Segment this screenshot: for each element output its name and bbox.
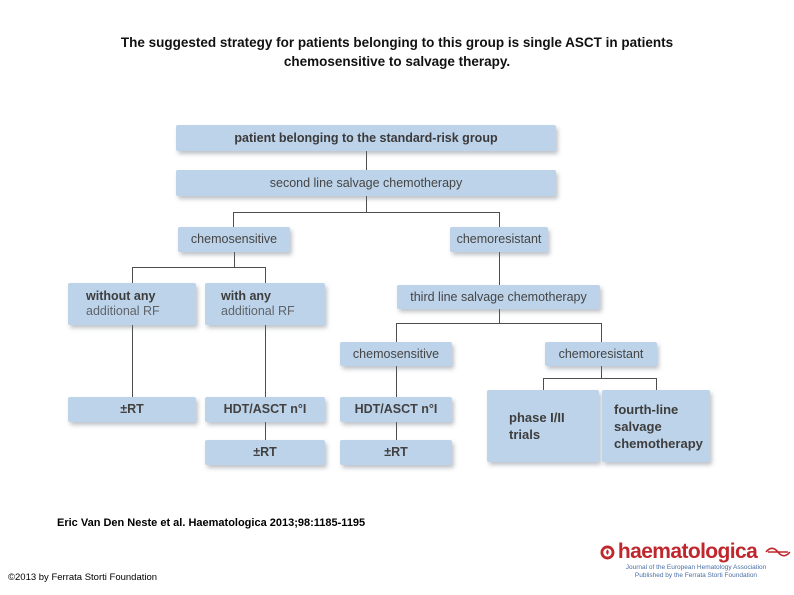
node-third-line-salvage-chemo: third line salvage chemotherapy [397, 285, 600, 309]
node-chemoresistant-2: chemoresistant [545, 342, 657, 366]
connector [601, 323, 602, 342]
node-with-rf-line1: with any [221, 289, 272, 303]
node-hdt-asct-1: HDT/ASCT n°I [205, 397, 325, 422]
citation: Eric Van Den Neste et al. Haematologica … [57, 517, 366, 529]
node-phase-trials-line2: trials [509, 427, 541, 442]
logo-tagline-line2: Published by the Ferrata Storti Foundati… [634, 572, 758, 579]
node-chemoresistant-1: chemoresistant [450, 227, 548, 252]
haematologica-logo-row: haematologica [600, 540, 792, 564]
logo-tagline-line1: Journal of the European Hematology Assoc… [625, 564, 767, 571]
connector [233, 212, 234, 227]
node-rt-1: ±RT [68, 397, 196, 422]
node-chemosensitive-1: chemosensitive [178, 227, 290, 252]
flowchart: patient belonging to the standard-risk g… [68, 125, 710, 465]
connector [132, 325, 133, 397]
haematologica-logo: haematologica Journal of the European He… [600, 540, 792, 580]
connector [132, 267, 266, 268]
slide-title: The suggested strategy for patients belo… [0, 33, 794, 71]
node-with-rf-line2: additional RF [221, 304, 295, 318]
connector [601, 366, 602, 378]
connector [265, 325, 266, 397]
node-without-additional-rf: without any additional RF [68, 283, 196, 325]
node-fourth-line-line3: chemotherapy [614, 435, 703, 451]
node-rt-2: ±RT [205, 440, 325, 465]
node-phase-trials: phase I/II trials [487, 390, 599, 462]
node-with-additional-rf: with any additional RF [205, 283, 325, 325]
connector [396, 366, 397, 397]
copyright: ©2013 by Ferrata Storti Foundation [8, 572, 158, 583]
node-without-rf-line1: without any [86, 289, 156, 303]
connector [396, 323, 602, 324]
node-fourth-line-salvage-chemo: fourth-line salvage chemotherapy [602, 390, 710, 462]
node-fourth-line-line2: salvage [614, 418, 662, 434]
connector [366, 196, 367, 212]
connector [543, 378, 657, 379]
connector [233, 212, 500, 213]
connector [499, 212, 500, 227]
connector [265, 267, 266, 283]
connector [656, 378, 657, 390]
node-without-rf-line2: additional RF [86, 304, 160, 318]
node-hdt-asct-2: HDT/ASCT n°I [340, 397, 452, 422]
node-rt-3: ±RT [340, 440, 452, 465]
connector [543, 378, 544, 390]
connector [499, 252, 500, 285]
connector [234, 252, 235, 267]
slide-title-line2: chemosensitive to salvage therapy. [283, 54, 511, 69]
connector [132, 267, 133, 283]
node-patient-standard-risk: patient belonging to the standard-risk g… [176, 125, 556, 151]
connector [396, 422, 397, 440]
logo-ornament-icon [765, 547, 791, 557]
haematologica-wordmark: haematologica [617, 540, 758, 563]
node-chemosensitive-2: chemosensitive [340, 342, 452, 366]
node-fourth-line-line1: fourth-line [614, 401, 679, 417]
connector [396, 323, 397, 342]
node-second-line-salvage-chemo: second line salvage chemotherapy [176, 170, 556, 196]
connector [499, 309, 500, 323]
haematologica-logo-icon [600, 545, 615, 559]
connector [265, 422, 266, 440]
connector [366, 151, 367, 170]
slide-title-line1: The suggested strategy for patients belo… [120, 35, 674, 50]
node-phase-trials-line1: phase I/II [509, 410, 565, 425]
